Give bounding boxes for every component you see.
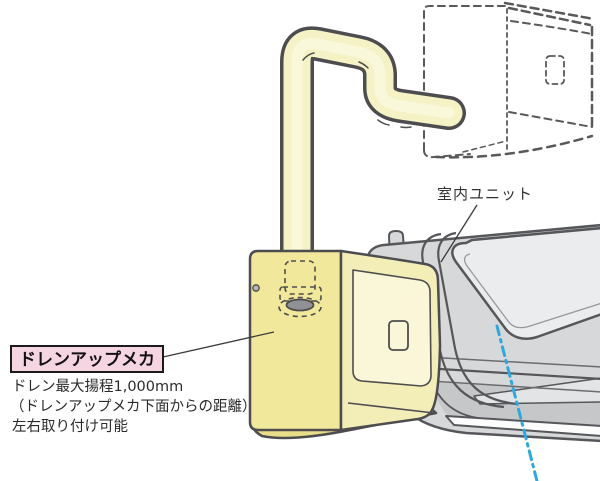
- annotation-indoor-unit: 室内ユニット: [437, 185, 533, 263]
- phantom-drain-unit-dashed: [423, 1, 596, 159]
- indoor-unit-label: 室内ユニット: [437, 185, 533, 203]
- callout-box: [10, 345, 164, 373]
- unit-top-panel: [451, 226, 600, 340]
- drain-port: [285, 298, 315, 312]
- box-left-face: [248, 249, 343, 432]
- drain-up-mechanism: [248, 249, 442, 440]
- top-panel-inner-line: [463, 253, 600, 329]
- leader-line-indoor-unit: [440, 204, 478, 263]
- callout-title: ドレンアップメカ: [19, 349, 155, 370]
- annotation-drain-up-mecha: ドレンアップメカ ドレン最大揚程1,000mm （ドレンアップメカ下面からの距離…: [10, 331, 275, 435]
- drain-pipe: [280, 26, 466, 279]
- box-front-lower-line: [347, 402, 435, 414]
- louver-lines: [423, 356, 600, 393]
- leader-line-drain-up: [162, 331, 275, 358]
- spec-line-2: （ドレンアップメカ下面からの距離）: [10, 397, 257, 415]
- box-front-button: [388, 320, 409, 351]
- screw-dot: [252, 284, 260, 292]
- hidden-pipe-dashed-detail: [278, 260, 322, 318]
- spec-line-1: ドレン最大揚程1,000mm: [12, 378, 183, 395]
- pipe-seam-ticks: [302, 52, 412, 129]
- centerline-cyan: [495, 324, 539, 481]
- spec-line-3: 左右取り付け可能: [12, 418, 128, 435]
